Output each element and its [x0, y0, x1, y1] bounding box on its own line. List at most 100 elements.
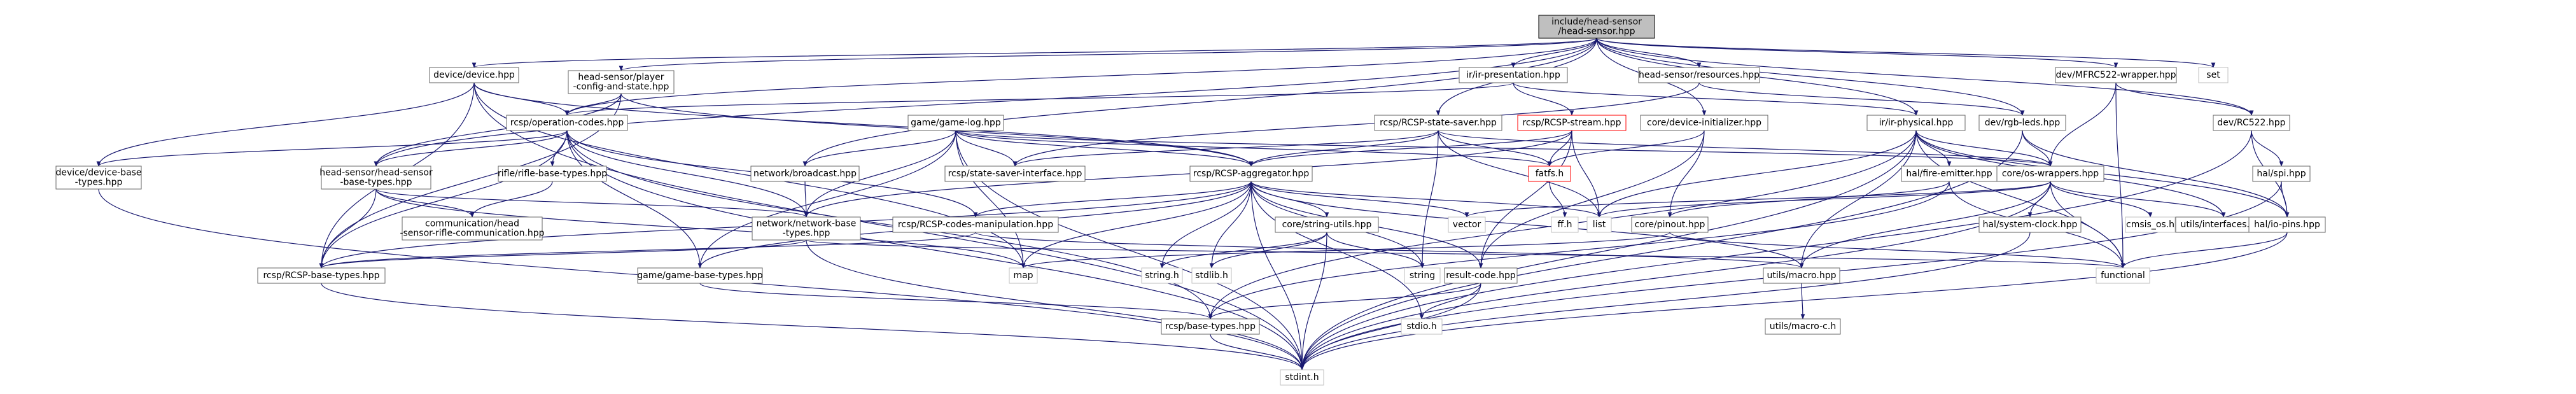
edge-aggregator-to-map	[1021, 181, 1252, 269]
node-pinout[interactable]: core/pinout.hpp	[1631, 216, 1709, 233]
edge-aggregator-to-vector	[1250, 181, 1469, 218]
edge-os_wrap-to-cmsis	[2050, 181, 2153, 218]
edge-game_log-to-map	[955, 130, 1026, 269]
node-label: utils/macro.hpp	[1767, 271, 1837, 281]
node-label: functional	[2101, 271, 2145, 281]
edge-ir_phys-to-list	[1597, 130, 1917, 218]
edge-aggregator-to-string_h	[1159, 181, 1252, 269]
node-macro-c[interactable]: utils/macro-c.h	[1765, 318, 1841, 335]
node-game-log[interactable]: game/game-log.hpp	[907, 115, 1004, 131]
node-ir-phys[interactable]: ir/ir-physical.hpp	[1866, 115, 1966, 131]
edge-net_base-to-functional	[806, 239, 2125, 269]
edge-state_saver-to-aggregator	[1249, 130, 1439, 167]
node-base-types[interactable]: rcsp/base-types.hpp	[1161, 318, 1260, 335]
node-rcsp-stream: rcsp/RCSP-stream.hpp	[1517, 115, 1627, 131]
node-device[interactable]: device/device.hpp	[429, 67, 519, 83]
node-label: game/game-base-types.hpp	[637, 271, 762, 281]
edge-hs_base-to-rcsp_base	[319, 188, 377, 269]
node-codes-manip[interactable]: rcsp/RCSP-codes-manipulation.hpp	[892, 216, 1059, 233]
edge-sys_clock-to-stdint	[1299, 232, 2031, 370]
node-list: list	[1586, 216, 1612, 233]
node-ss-iface[interactable]: rcsp/state-saver-interface.hpp	[944, 165, 1086, 182]
node-label: rcsp/RCSP-state-saver.hpp	[1380, 118, 1497, 128]
edge-fire_emit-to-base_types	[1208, 181, 1950, 320]
edge-root-to-hs_res	[1596, 38, 1702, 68]
node-label: network/network-base	[757, 219, 857, 229]
node-player-cfg[interactable]: head-sensor/player-config-and-state.hpp	[568, 70, 675, 94]
node-label: map	[1013, 271, 1033, 281]
node-string: string	[1404, 267, 1441, 284]
node-fatfs: fatfs.h	[1528, 165, 1571, 182]
node-ir-pres[interactable]: ir/ir-presentation.hpp	[1459, 67, 1568, 83]
edge-ir_pres-to-ir_phys	[1513, 82, 1919, 116]
edge-root-to-rc522	[1596, 38, 2254, 116]
edge-device-to-aggregator	[473, 82, 1254, 167]
edge-os_wrap-to-functional	[2050, 181, 2125, 269]
node-label: rcsp/base-types.hpp	[1165, 321, 1256, 332]
node-label: rcsp/RCSP-stream.hpp	[1522, 118, 1621, 128]
node-label: rcsp/operation-codes.hpp	[510, 118, 624, 128]
edge-result-to-base_types	[1208, 283, 1481, 320]
node-result[interactable]: result-code.hpp	[1444, 267, 1518, 284]
edge-dev_init-to-fatfs	[1547, 130, 1705, 167]
node-label: ir/ir-physical.hpp	[1879, 118, 1954, 128]
edge-rcsp_stream-to-aggregator	[1249, 130, 1572, 167]
node-set: set	[2198, 67, 2229, 83]
node-op-codes[interactable]: rcsp/operation-codes.hpp	[506, 115, 628, 131]
node-ff: ff.h	[1551, 216, 1579, 233]
node-label: utils/macro-c.h	[1770, 321, 1836, 332]
edge-rcsp_stream-to-fatfs	[1547, 130, 1572, 167]
node-io-pins[interactable]: hal/io-pins.hpp	[2248, 216, 2326, 233]
edge-ir_phys-to-os_wrap	[1915, 130, 2053, 167]
node-label: -sensor-rifle-communication.hpp	[400, 229, 544, 239]
node-label: rcsp/RCSP-aggregator.hpp	[1193, 169, 1310, 179]
edge-state_saver-to-list	[1438, 130, 1602, 218]
node-rc522[interactable]: dev/RC522.hpp	[2213, 115, 2290, 131]
edge-hs_base-to-comm	[375, 188, 475, 218]
node-aggregator[interactable]: rcsp/RCSP-aggregator.hpp	[1189, 165, 1313, 182]
node-net-base[interactable]: network/network-base-types.hpp	[752, 216, 861, 241]
node-str-utils[interactable]: core/string-utils.hpp	[1275, 216, 1379, 233]
node-sys-clock[interactable]: hal/system-clock.hpp	[1978, 216, 2082, 233]
node-state-saver[interactable]: rcsp/RCSP-state-saver.hpp	[1374, 115, 1502, 131]
edge-ir_phys-to-stdint	[1299, 130, 1917, 370]
node-dev-init[interactable]: core/device-initializer.hpp	[1640, 115, 1768, 131]
edge-root-to-op_codes	[564, 38, 1597, 116]
edge-ir_pres-to-op_codes	[565, 82, 1514, 116]
node-label: game/game-log.hpp	[911, 118, 1001, 128]
node-label: -config-and-state.hpp	[573, 82, 669, 92]
edge-root-to-rgb_leds	[1596, 38, 2025, 116]
node-root[interactable]: include/head-sensor/head-sensor.hpp	[1538, 15, 1655, 39]
node-os-wrap[interactable]: core/os-wrappers.hpp	[1996, 165, 2104, 182]
node-label: -types.hpp	[75, 178, 123, 188]
edge-state_saver-to-os_wrap	[1438, 130, 2053, 167]
node-label: vector	[1453, 220, 1481, 230]
node-comm[interactable]: communication/head-sensor-rifle-communic…	[400, 216, 545, 241]
edge-game_log-to-game_base	[697, 130, 956, 269]
node-spi[interactable]: hal/spi.hpp	[2252, 165, 2311, 182]
node-rgb-leds[interactable]: dev/rgb-leds.hpp	[1978, 115, 2066, 131]
edge-aggregator-to-str_utils	[1250, 181, 1329, 218]
edge-base_types-to-stdint	[1210, 334, 1305, 370]
node-dev-base[interactable]: device/device-base-types.hpp	[55, 165, 142, 190]
edge-op_codes-to-hs_base	[374, 130, 568, 167]
node-macro[interactable]: utils/macro.hpp	[1763, 267, 1840, 284]
node-hs-base[interactable]: head-sensor/head-sensor-base-types.hpp	[319, 165, 433, 190]
node-rcsp-base[interactable]: rcsp/RCSP-base-types.hpp	[257, 267, 386, 284]
edge-os_wrap-to-macro	[1799, 181, 2051, 269]
node-rifle-base[interactable]: rifle/rifle-base-types.hpp	[498, 165, 607, 182]
node-string-h: string.h	[1141, 267, 1183, 284]
node-broadcast[interactable]: network/broadcast.hpp	[750, 165, 860, 182]
edge-rifle_base-to-comm	[470, 181, 553, 218]
node-label: core/string-utils.hpp	[1282, 220, 1372, 230]
node-mfrc-wrap[interactable]: dev/MFRC522-wrapper.hpp	[2055, 67, 2177, 83]
edge-spi-to-io_pins	[2281, 181, 2290, 218]
node-fire-emit[interactable]: hal/fire-emitter.hpp	[1901, 165, 1998, 182]
node-hs-res[interactable]: head-sensor/resources.hpp	[1638, 67, 1760, 83]
node-game-base[interactable]: game/game-base-types.hpp	[637, 267, 763, 284]
node-label: dev/RC522.hpp	[2217, 118, 2285, 128]
edge-game_log-to-os_wrap	[955, 130, 2052, 167]
node-label: -types.hpp	[783, 229, 830, 239]
node-label: core/device-initializer.hpp	[1647, 118, 1761, 128]
node-label: device/device.hpp	[433, 70, 515, 80]
